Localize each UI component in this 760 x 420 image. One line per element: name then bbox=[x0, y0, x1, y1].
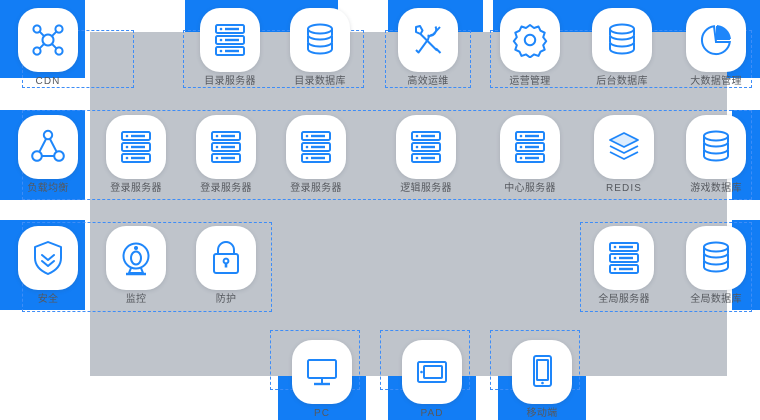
node-label: 中心服务器 bbox=[504, 183, 556, 194]
node-label: 大数据管理 bbox=[690, 76, 742, 87]
node-label: 全局服务器 bbox=[598, 294, 650, 305]
node-label: PC bbox=[313, 408, 331, 419]
node-pad[interactable]: PAD bbox=[396, 340, 468, 420]
gear-icon bbox=[500, 8, 560, 72]
desktop-monitor-icon bbox=[292, 340, 352, 404]
node-label: 运营管理 bbox=[509, 76, 551, 87]
node-label: 目录数据库 bbox=[294, 76, 346, 87]
architecture-panel-background bbox=[90, 32, 727, 376]
wrench-screwdriver-icon bbox=[398, 8, 458, 72]
node-ops-management[interactable]: 运营管理 bbox=[494, 8, 566, 88]
tablet-icon bbox=[402, 340, 462, 404]
node-load-balance[interactable]: 负载均衡 bbox=[12, 115, 84, 195]
node-dir-server[interactable]: 目录服务器 bbox=[194, 8, 266, 88]
server-rack-icon bbox=[106, 115, 166, 179]
node-label: 移动端 bbox=[526, 408, 558, 419]
node-monitoring[interactable]: 监控 bbox=[100, 226, 172, 306]
pie-chart-icon bbox=[686, 8, 746, 72]
load-balancer-icon bbox=[18, 115, 78, 179]
node-cdn[interactable]: CDN bbox=[12, 8, 84, 88]
node-login-server-3[interactable]: 登录服务器 bbox=[280, 115, 352, 195]
node-label: CDN bbox=[35, 76, 61, 87]
node-game-database[interactable]: 游戏数据库 bbox=[680, 115, 752, 195]
node-label: 逻辑服务器 bbox=[400, 183, 452, 194]
server-rack-icon bbox=[286, 115, 346, 179]
node-bigdata-mgmt[interactable]: 大数据管理 bbox=[680, 8, 752, 88]
node-center-server[interactable]: 中心服务器 bbox=[494, 115, 566, 195]
node-dir-database[interactable]: 目录数据库 bbox=[284, 8, 356, 88]
server-rack-icon bbox=[500, 115, 560, 179]
stacked-layers-icon bbox=[594, 115, 654, 179]
node-label: 全局数据库 bbox=[690, 294, 742, 305]
network-nodes-icon bbox=[18, 8, 78, 72]
node-redis[interactable]: REDIS bbox=[588, 115, 660, 195]
node-label: REDIS bbox=[605, 183, 643, 194]
node-label: 后台数据库 bbox=[596, 76, 648, 87]
node-global-db[interactable]: 全局数据库 bbox=[680, 226, 752, 306]
database-cylinder-icon bbox=[686, 226, 746, 290]
node-label: 目录服务器 bbox=[204, 76, 256, 87]
node-global-server[interactable]: 全局服务器 bbox=[588, 226, 660, 306]
server-rack-icon bbox=[200, 8, 260, 72]
database-cylinder-icon bbox=[686, 115, 746, 179]
node-backend-db[interactable]: 后台数据库 bbox=[586, 8, 658, 88]
node-security[interactable]: 安全 bbox=[12, 226, 84, 306]
shield-icon bbox=[18, 226, 78, 290]
node-label: 登录服务器 bbox=[200, 183, 252, 194]
group-box-directory bbox=[183, 30, 364, 88]
group-box-global bbox=[580, 222, 752, 312]
node-mobile[interactable]: 移动端 bbox=[506, 340, 578, 420]
node-pc[interactable]: PC bbox=[286, 340, 358, 420]
node-login-server-1[interactable]: 登录服务器 bbox=[100, 115, 172, 195]
node-label: 登录服务器 bbox=[290, 183, 342, 194]
node-label: 监控 bbox=[125, 294, 147, 305]
node-protection[interactable]: 防护 bbox=[190, 226, 262, 306]
server-rack-icon bbox=[396, 115, 456, 179]
database-cylinder-icon bbox=[290, 8, 350, 72]
node-label: 防护 bbox=[215, 294, 237, 305]
node-label: 安全 bbox=[37, 294, 59, 305]
node-label: PAD bbox=[420, 408, 444, 419]
node-logic-server[interactable]: 逻辑服务器 bbox=[390, 115, 462, 195]
smartphone-icon bbox=[512, 340, 572, 404]
camera-icon bbox=[106, 226, 166, 290]
node-efficient-ops[interactable]: 高效运维 bbox=[392, 8, 464, 88]
lock-icon bbox=[196, 226, 256, 290]
database-cylinder-icon bbox=[592, 8, 652, 72]
node-label: 登录服务器 bbox=[110, 183, 162, 194]
server-rack-icon bbox=[196, 115, 256, 179]
node-label: 游戏数据库 bbox=[690, 183, 742, 194]
server-rack-icon bbox=[594, 226, 654, 290]
node-login-server-2[interactable]: 登录服务器 bbox=[190, 115, 262, 195]
node-label: 高效运维 bbox=[407, 76, 449, 87]
node-label: 负载均衡 bbox=[27, 183, 69, 194]
